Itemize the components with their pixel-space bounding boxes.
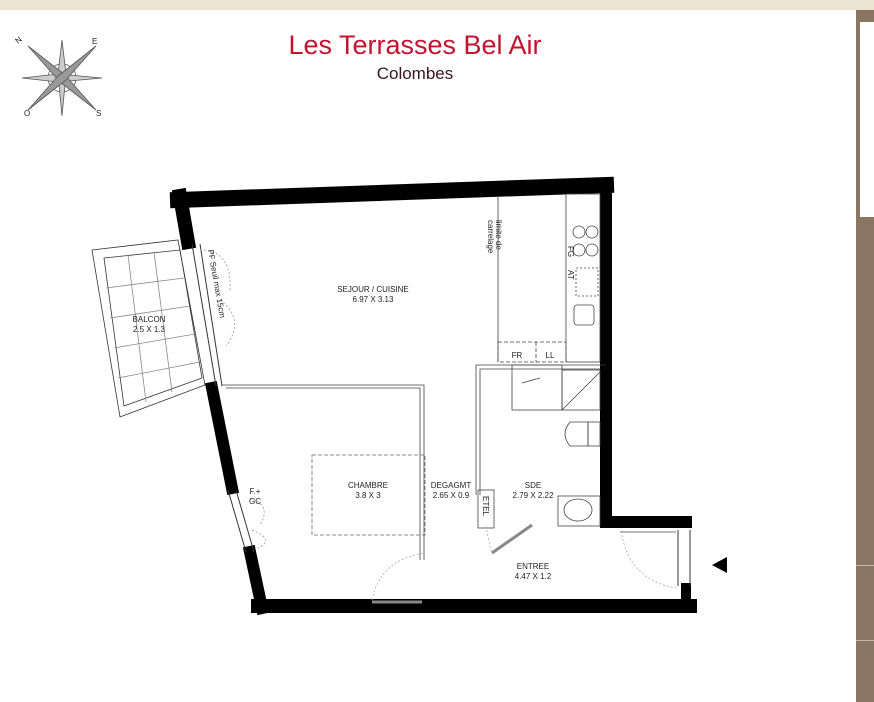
etel-label: ETEL [481, 496, 490, 517]
room-dims-sde: 2.79 X 2.22 [513, 491, 554, 500]
tiling-limit-note-1: limite de [494, 220, 503, 250]
divider [856, 640, 874, 641]
room-label-entree: ENTREE [517, 562, 549, 571]
side-panel [856, 10, 874, 702]
compass-o: O [24, 109, 30, 118]
interior-walls [222, 193, 677, 604]
side-panel-box [860, 22, 874, 217]
compass-rose-icon: N E S O [14, 35, 103, 118]
walls [169, 176, 697, 616]
compass-e: E [92, 37, 97, 46]
tiling-limit-note-2: carrelage [486, 220, 495, 254]
room-dims-entree: 4.47 X 1.2 [515, 572, 552, 581]
fgc-label-2: GC [249, 497, 261, 506]
at-label: AT [566, 270, 575, 280]
balcony [91, 239, 206, 418]
room-dims-sejour: 6.97 X 3.13 [353, 295, 394, 304]
windows [191, 243, 691, 586]
room-label-balcon: BALCON [133, 315, 166, 324]
room-label-sde: SDE [525, 481, 541, 490]
divider [856, 565, 874, 566]
page-title: Les Terrasses Bel Air [288, 30, 542, 60]
room-dims-degagmt: 2.65 X 0.9 [433, 491, 470, 500]
hob-label: FG [566, 246, 575, 257]
room-dims-balcon: 2.5 X 1.3 [133, 325, 166, 334]
top-band [0, 0, 874, 10]
page-subtitle: Colombes [376, 64, 454, 83]
fgc-label-1: F.+ [250, 487, 261, 496]
window-threshold-note: PF Seuil max 15cm [206, 249, 227, 319]
room-label-chambre: CHAMBRE [348, 481, 388, 490]
entrance-arrow-icon [712, 557, 727, 573]
room-label-sejour: SEJOUR / CUISINE [337, 285, 409, 294]
room-dims-chambre: 3.8 X 3 [355, 491, 381, 500]
compass-s: S [96, 109, 101, 118]
room-label-degagmt: DEGAGMT [431, 481, 472, 490]
washer-label: LL [546, 351, 555, 360]
fridge-label: FR [512, 351, 523, 360]
compass-n: N [14, 35, 24, 46]
